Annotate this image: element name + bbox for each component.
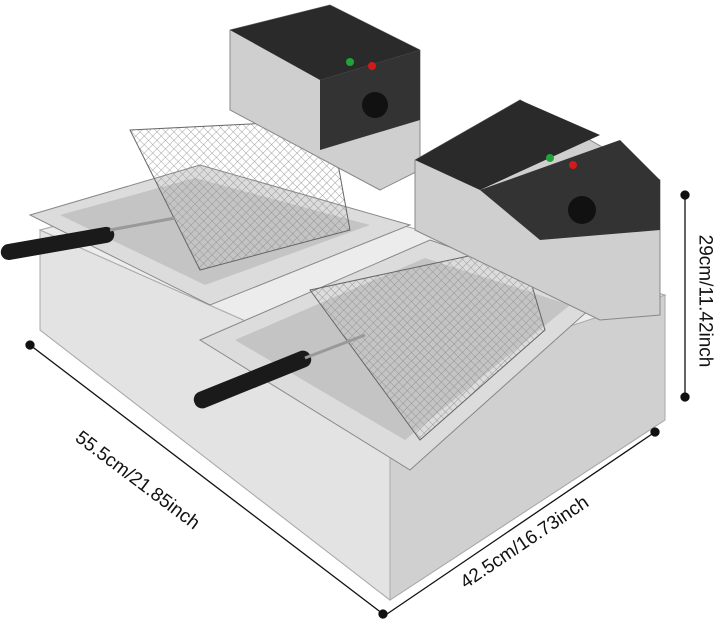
right-control-panel <box>414 99 661 321</box>
right-fryer-tank <box>193 239 601 471</box>
temperature-knob <box>362 92 388 118</box>
left-control-panel <box>229 4 421 191</box>
hot-light-icon <box>569 161 577 169</box>
temperature-knob <box>568 196 596 224</box>
left-fryer-tank <box>0 119 412 306</box>
hot-light-icon <box>368 62 376 70</box>
power-light-icon <box>346 58 354 66</box>
height-dimension-label: 29cm/11.42inch <box>694 234 716 368</box>
power-light-icon <box>546 154 554 162</box>
right-basket-handle <box>193 350 312 409</box>
dimension-lines <box>25 190 690 619</box>
left-basket-handle <box>0 226 115 261</box>
